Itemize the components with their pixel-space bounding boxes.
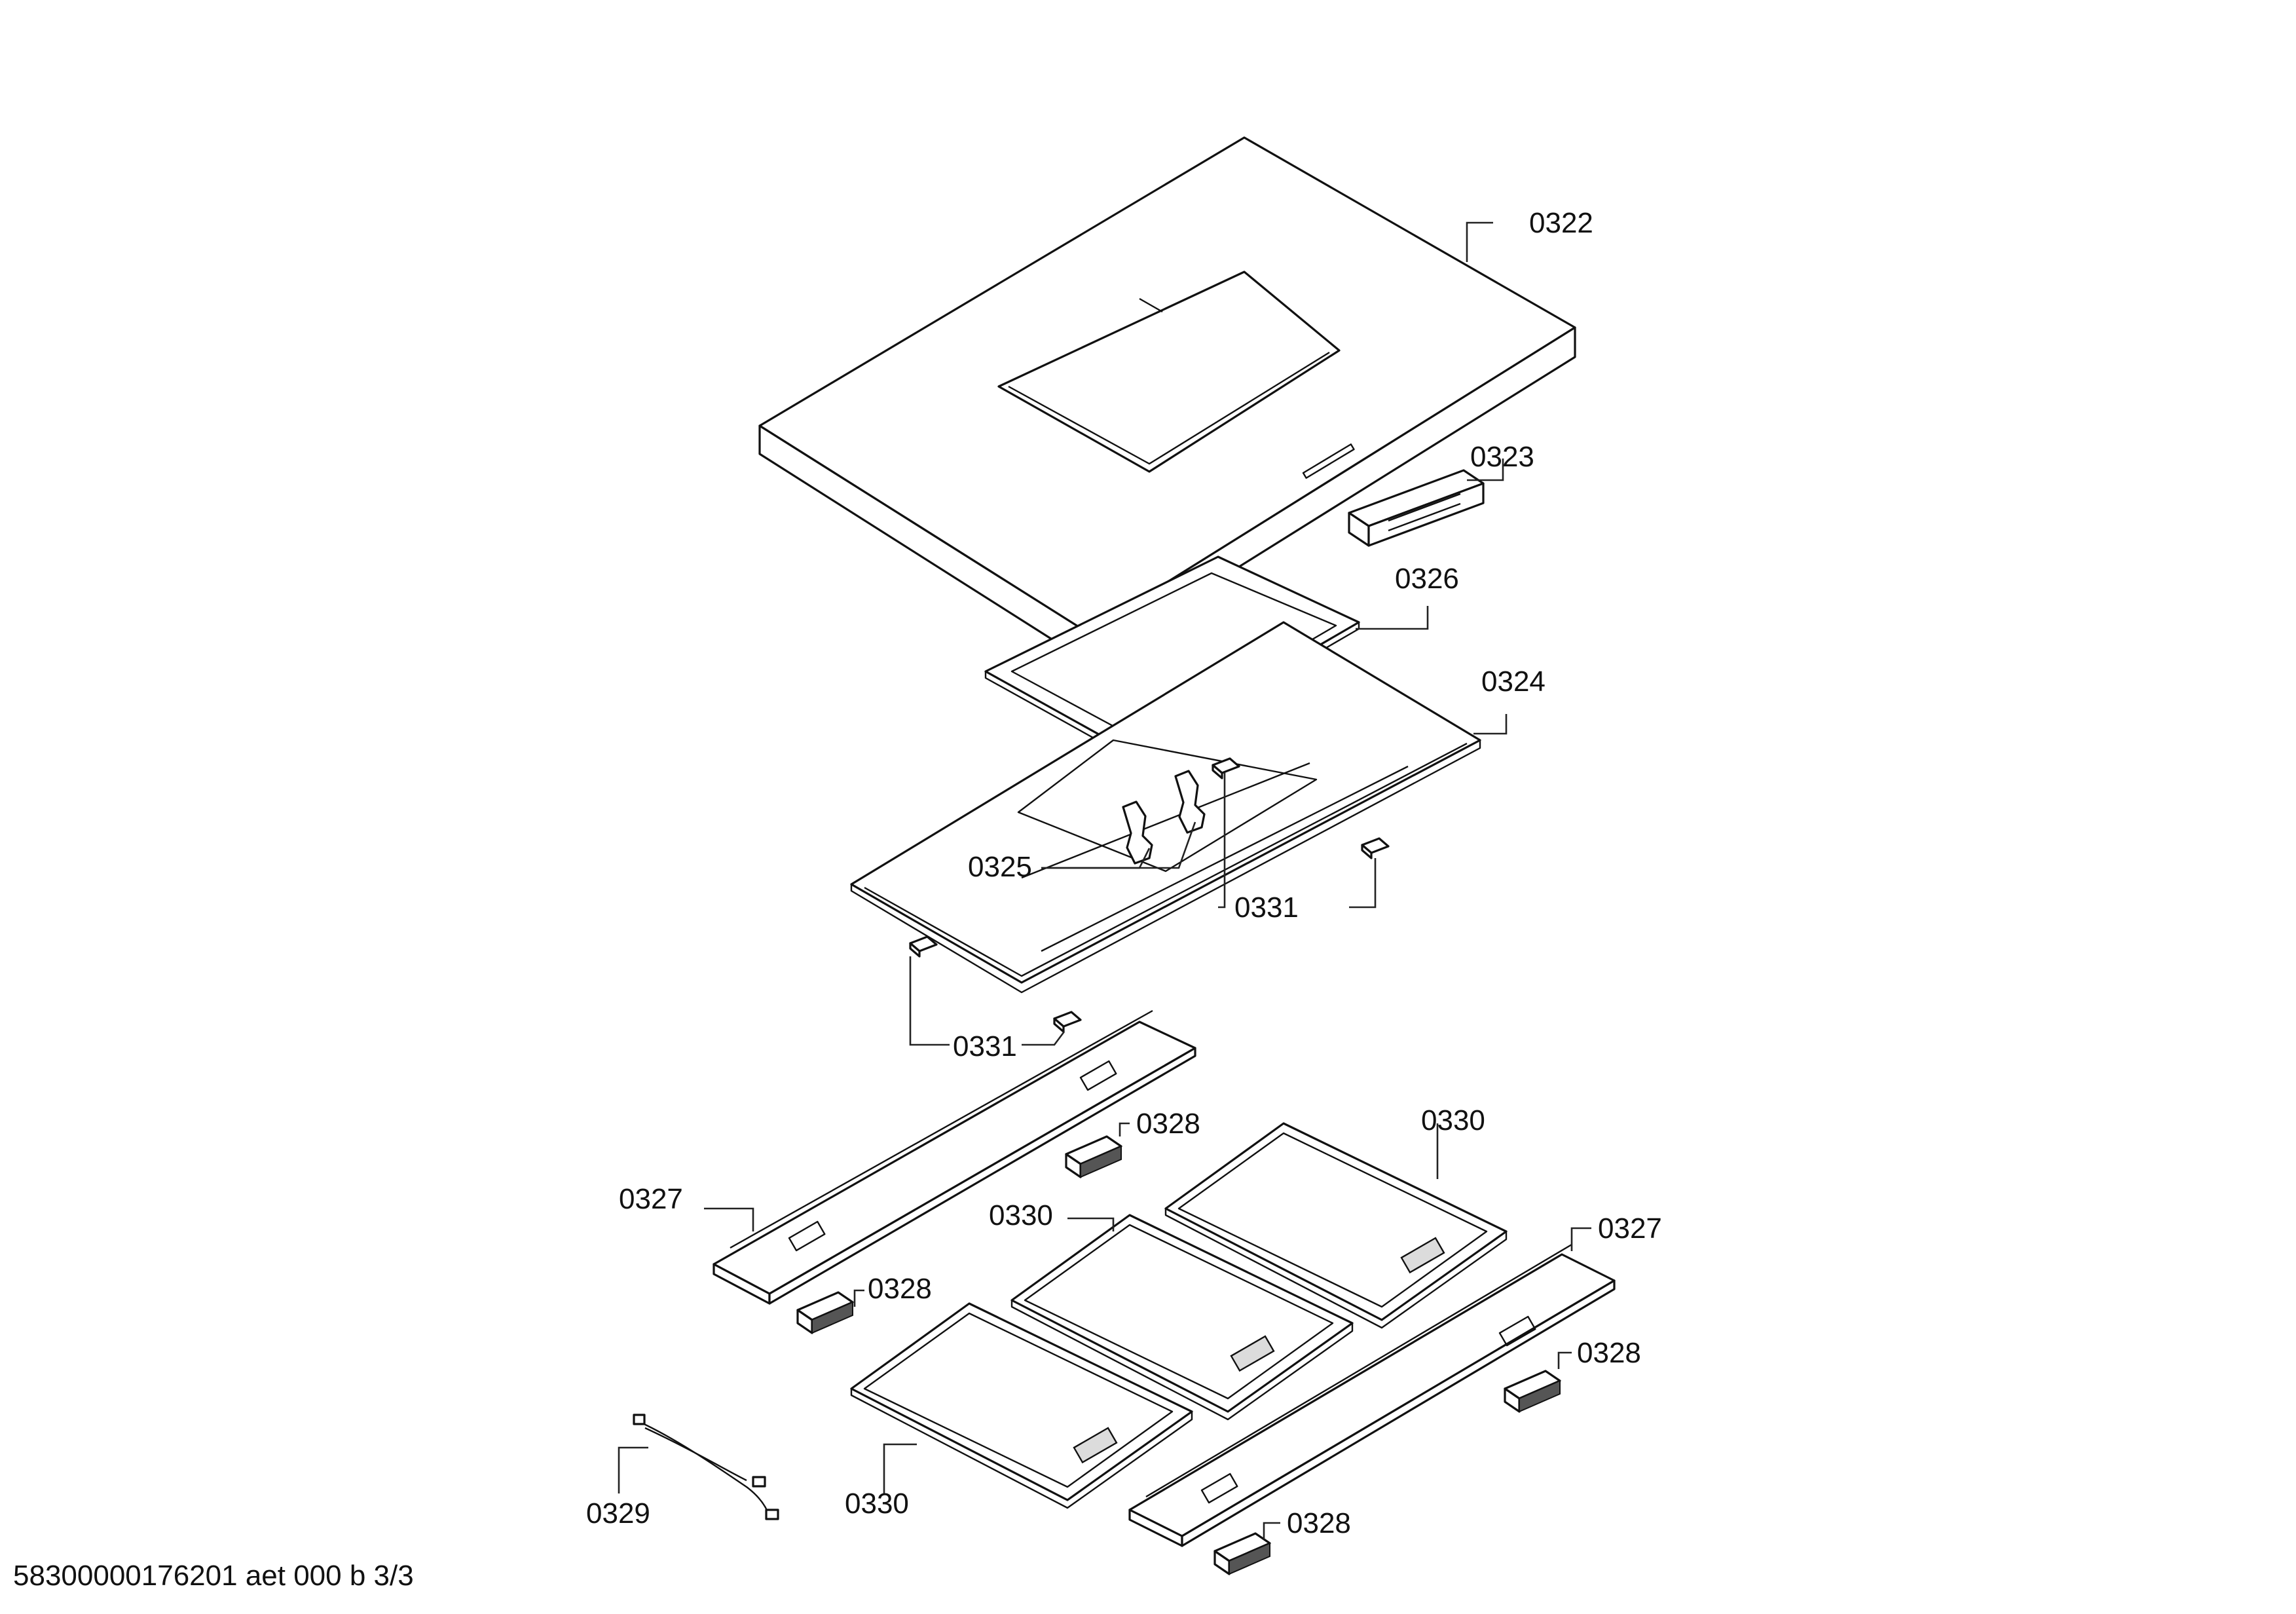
leader-lines [618,221,1591,1539]
part-0329-cable [633,1414,779,1520]
part-0331-pad [1361,837,1390,859]
label-0331-left: 0331 [953,1030,1017,1062]
label-0324: 0324 [1481,666,1546,698]
label-0328-right: 0328 [1577,1337,1641,1369]
part-0327-left-rail [713,1009,1196,1305]
label-0330-top: 0330 [1421,1104,1485,1136]
part-0331-pad [1053,1011,1082,1033]
label-0328-top: 0328 [1136,1108,1200,1140]
label-0326: 0326 [1395,563,1459,595]
part-0323-switch-module [1348,469,1485,547]
label-0330-bottom: 0330 [845,1488,909,1520]
part-0328-clip [1213,1532,1271,1575]
label-0325: 0325 [968,851,1032,883]
label-0329: 0329 [586,1497,650,1530]
label-0328-left: 0328 [868,1273,932,1305]
part-0324-bottom-tray [850,621,1481,994]
part-0325-hooks [1122,770,1206,865]
part-0330-filter-right [1164,1122,1508,1329]
drawing-reference-footer: 58300000176201 aet 000 b 3/3 [13,1560,414,1592]
label-0323: 0323 [1470,441,1534,473]
part-0331-pad [1212,757,1240,779]
part-0330-filter-middle [1010,1214,1354,1421]
part-0328-clip [796,1291,854,1334]
label-0322: 0322 [1529,207,1593,239]
part-0328-clip [1504,1370,1561,1413]
part-0330-filter-left [850,1302,1193,1509]
part-0322-cover-panel [758,136,1576,663]
part-0327-right-rail [1128,1243,1616,1547]
label-0328-bottom: 0328 [1287,1507,1351,1539]
part-0328-clip [1065,1135,1122,1178]
label-0331-right: 0331 [1234,891,1299,924]
label-0330-middle: 0330 [989,1199,1053,1231]
part-0331-pad [909,935,938,958]
label-0327-right: 0327 [1598,1212,1662,1245]
label-0327-left: 0327 [619,1183,683,1215]
